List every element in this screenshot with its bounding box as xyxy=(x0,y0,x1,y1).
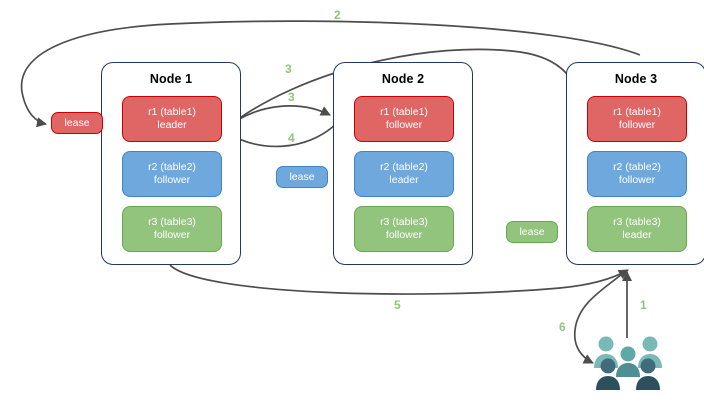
edge-label-step-3-upper: 3 xyxy=(285,62,292,76)
replica-node3-r2[interactable]: r2 (table2) follower xyxy=(587,151,687,197)
replica-name: r2 (table2) xyxy=(148,161,196,173)
replica-name: r3 (table3) xyxy=(380,216,428,228)
replica-node2-r3[interactable]: r3 (table3) follower xyxy=(354,206,454,252)
replica-name: r1 (table1) xyxy=(148,106,196,118)
node-title-1: Node 1 xyxy=(149,72,193,86)
lease-label: lease xyxy=(289,171,315,183)
replica-role: leader xyxy=(622,229,652,241)
replica-name: r2 (table2) xyxy=(380,161,428,173)
replica-name: r3 (table3) xyxy=(148,216,196,228)
edge-step-3-lower xyxy=(225,105,331,129)
lease-badge-blue[interactable]: lease xyxy=(276,166,328,188)
node-container-2[interactable]: Node 2 r1 (table1) follower r2 (table2) … xyxy=(333,62,473,265)
replica-name: r2 (table2) xyxy=(613,161,661,173)
replica-name: r1 (table1) xyxy=(613,106,661,118)
replica-role: follower xyxy=(618,119,656,131)
edge-label-step-4: 4 xyxy=(288,131,295,145)
edge-label-step-1: 1 xyxy=(640,298,647,312)
edge-label-step-2: 2 xyxy=(334,8,341,22)
lease-badge-green[interactable]: lease xyxy=(506,221,558,243)
edge-label-step-5: 5 xyxy=(394,298,401,312)
replica-role: leader xyxy=(389,174,419,186)
users-icon xyxy=(592,334,664,392)
node-title-2: Node 2 xyxy=(381,72,425,86)
lease-label: lease xyxy=(64,117,90,129)
replica-name: r3 (table3) xyxy=(613,216,661,228)
node-container-3[interactable]: Node 3 r1 (table1) follower r2 (table2) … xyxy=(566,62,704,265)
replica-node2-r1[interactable]: r1 (table1) follower xyxy=(354,96,454,142)
edge-label-step-3-lower: 3 xyxy=(288,90,295,104)
replica-node1-r3[interactable]: r3 (table3) follower xyxy=(122,206,222,252)
replica-node2-r2[interactable]: r2 (table2) leader xyxy=(354,151,454,197)
edge-step-5 xyxy=(169,264,629,295)
replica-name: r1 (table1) xyxy=(380,106,428,118)
replica-role: follower xyxy=(385,229,423,241)
node-container-1[interactable]: Node 1 r1 (table1) leader r2 (table2) fo… xyxy=(101,62,241,265)
lease-badge-red[interactable]: lease xyxy=(51,112,103,134)
replica-node1-r2[interactable]: r2 (table2) follower xyxy=(122,151,222,197)
replica-node3-r3[interactable]: r3 (table3) leader xyxy=(587,206,687,252)
lease-label: lease xyxy=(519,226,545,238)
replica-role: follower xyxy=(153,229,191,241)
replica-role: leader xyxy=(157,119,187,131)
node-title-3: Node 3 xyxy=(614,72,658,86)
replica-role: follower xyxy=(385,119,423,131)
replica-role: follower xyxy=(153,174,191,186)
replica-node3-r1[interactable]: r1 (table1) follower xyxy=(587,96,687,142)
edge-label-step-6: 6 xyxy=(559,320,566,334)
edge-step-4 xyxy=(229,123,337,148)
replica-node1-r1[interactable]: r1 (table1) leader xyxy=(122,96,222,142)
replica-role: follower xyxy=(618,174,656,186)
